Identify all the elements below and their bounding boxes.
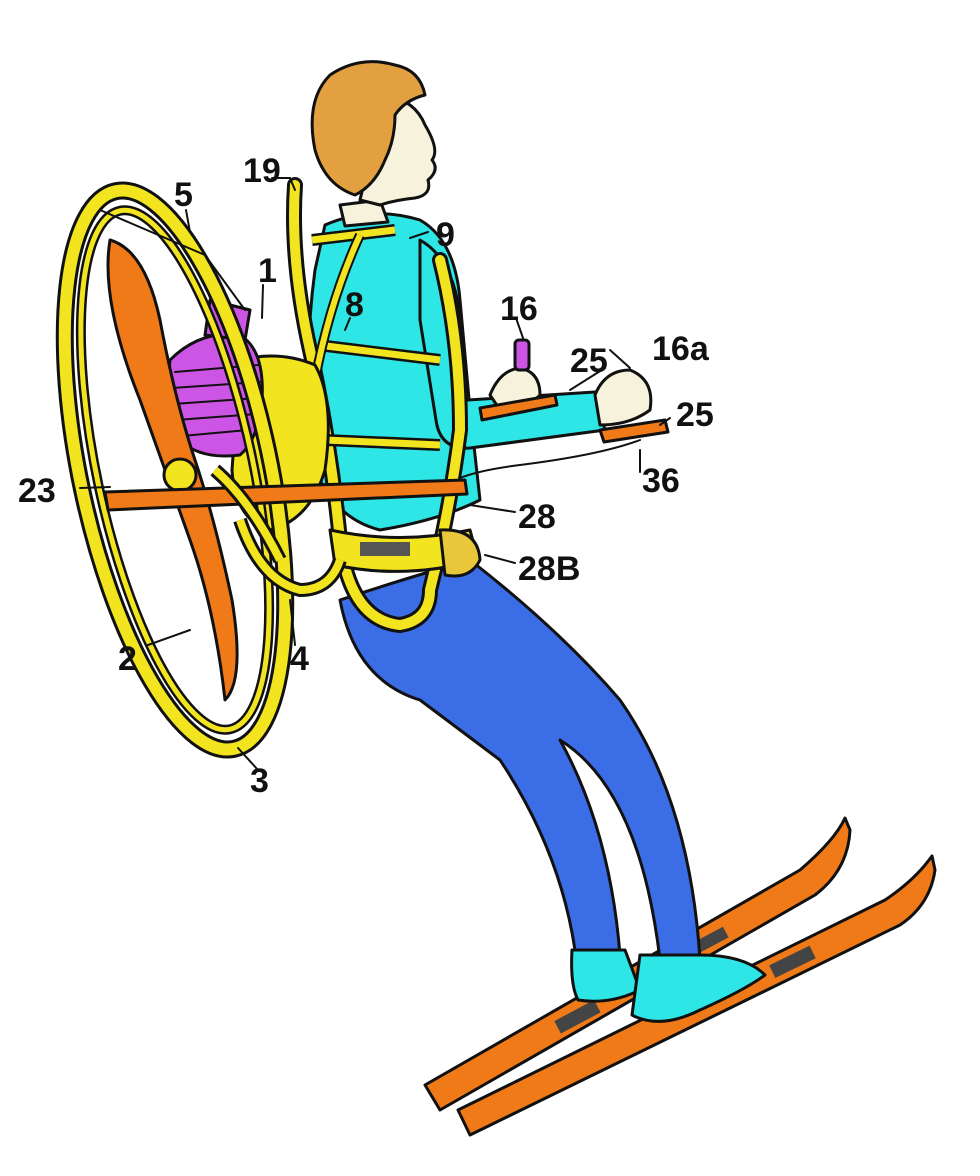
label-2: 2 xyxy=(118,640,137,678)
label-16: 16 xyxy=(500,290,538,328)
label-4: 4 xyxy=(290,640,309,678)
drive-assembly xyxy=(103,464,469,598)
label-9: 9 xyxy=(436,216,455,254)
lever-upper xyxy=(478,393,559,422)
label-25-upper: 25 xyxy=(570,342,608,380)
boot-front xyxy=(630,953,767,1023)
propeller-hub xyxy=(162,457,198,493)
label-1: 1 xyxy=(258,252,277,290)
ski-binding-front xyxy=(769,945,816,978)
label-19: 19 xyxy=(243,152,281,190)
frame-strut-5 xyxy=(99,209,246,311)
lever-lower xyxy=(598,418,670,444)
belt-buckle xyxy=(360,542,410,556)
boot-rear xyxy=(570,948,642,1003)
backpack-frame xyxy=(286,177,469,634)
label-28b: 28B xyxy=(518,550,580,588)
label-36: 36 xyxy=(642,462,680,500)
leader-lines xyxy=(79,177,671,771)
control-levers xyxy=(459,338,670,479)
propeller-assembly xyxy=(55,181,295,759)
hair xyxy=(310,60,427,197)
ski-binding-rear xyxy=(554,1000,601,1034)
pants xyxy=(338,558,702,962)
label-28: 28 xyxy=(518,498,556,536)
drive-shaft-23 xyxy=(103,478,469,512)
throttle-grip-16 xyxy=(513,338,531,372)
label-8: 8 xyxy=(345,286,364,324)
reference-labels: 19 5 9 1 8 16 16a 25 25 23 36 28 28B 2 4… xyxy=(18,152,714,800)
label-16a: 16a xyxy=(652,330,710,368)
hand-front xyxy=(593,368,653,427)
waist-belt xyxy=(328,528,482,578)
label-23: 23 xyxy=(18,472,56,510)
engine-fins xyxy=(171,364,261,437)
label-25-lower: 25 xyxy=(676,396,714,434)
cable-36 xyxy=(459,439,641,479)
belt-pouch-28b xyxy=(438,528,482,578)
label-3: 3 xyxy=(250,762,269,800)
label-5: 5 xyxy=(174,176,193,214)
